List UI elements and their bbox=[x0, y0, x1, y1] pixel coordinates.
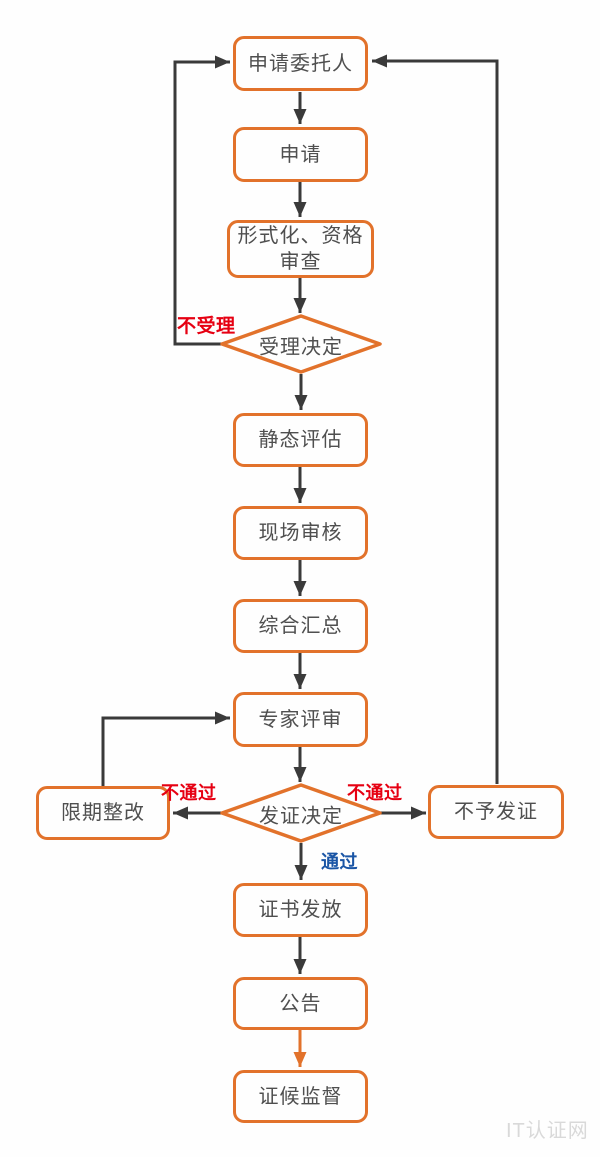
edge-accept-decision-to-client-loop bbox=[173, 55, 230, 346]
watermark: IT认证网 bbox=[506, 1120, 589, 1142]
node-onsite-audit: 现场审核 bbox=[233, 506, 368, 560]
node-apply: 申请 bbox=[233, 127, 368, 182]
cert-decision-diamond bbox=[220, 783, 382, 843]
label-not-accepted: 不受理 bbox=[177, 316, 236, 337]
node-expert-review: 专家评审 bbox=[233, 692, 368, 747]
node-issue-cert: 证书发放 bbox=[233, 883, 368, 937]
node-rectify: 限期整改 bbox=[36, 786, 170, 840]
accept-decision-diamond bbox=[220, 314, 382, 374]
node-post-supervision: 证候监督 bbox=[233, 1070, 368, 1123]
cert-decision-label: 发证决定 bbox=[259, 805, 343, 828]
node-summary: 综合汇总 bbox=[233, 599, 368, 653]
node-formal-review: 形式化、资格 审查 bbox=[227, 220, 374, 278]
accept-decision-label: 受理决定 bbox=[259, 336, 343, 359]
formal-review-line1: 形式化、资格 bbox=[237, 225, 364, 247]
label-fail-right: 不通过 bbox=[347, 783, 403, 803]
label-fail-left: 不通过 bbox=[161, 783, 217, 803]
node-client: 申请委托人 bbox=[233, 36, 368, 91]
node-announce: 公告 bbox=[233, 977, 368, 1030]
edge-no-cert-to-client-loop bbox=[372, 54, 499, 784]
formal-review-line2: 审查 bbox=[279, 251, 322, 273]
node-static-eval: 静态评估 bbox=[233, 413, 368, 467]
label-pass: 通过 bbox=[321, 852, 358, 872]
edge-rectify-to-expert-loop bbox=[101, 711, 230, 786]
node-formal-review-label: 形式化、资格 审查 bbox=[238, 223, 364, 275]
node-no-cert: 不予发证 bbox=[428, 785, 564, 839]
